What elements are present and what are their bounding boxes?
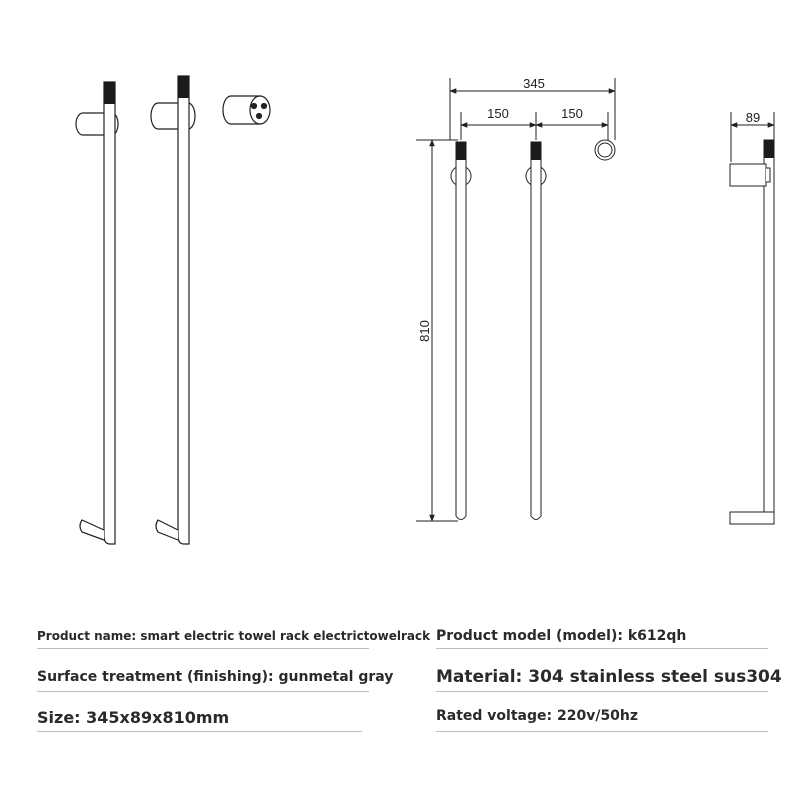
spec-divider bbox=[436, 648, 768, 649]
dim-height: 810 bbox=[417, 320, 432, 342]
spec-divider bbox=[37, 648, 369, 649]
spec-divider bbox=[37, 731, 362, 732]
wall-connector bbox=[222, 95, 271, 125]
rail-2-front bbox=[525, 141, 547, 520]
dim-overall-width: 345 bbox=[523, 76, 545, 91]
rail-1-perspective bbox=[75, 81, 119, 545]
spec-material: Material: 304 stainless steel sus304 bbox=[436, 667, 782, 687]
spec-product-name: Product name: smart electric towel rack … bbox=[37, 629, 431, 643]
dim-spacing-left: 150 bbox=[487, 106, 509, 121]
rail-1-front bbox=[450, 141, 472, 520]
technical-drawing: 345 150 150 810 89 bbox=[75, 75, 775, 545]
spec-surface-treatment: Surface treatment (finishing): gunmetal … bbox=[37, 669, 394, 685]
perspective-view bbox=[75, 75, 271, 545]
spec-size: Size: 345x89x810mm bbox=[37, 708, 230, 727]
spec-divider bbox=[436, 731, 768, 732]
side-view bbox=[729, 112, 775, 525]
spec-rated-voltage: Rated voltage: 220v/50hz bbox=[436, 708, 639, 724]
connector-front bbox=[594, 139, 616, 161]
spec-product-model: Product model (model): k612qh bbox=[436, 628, 687, 644]
spec-divider bbox=[436, 691, 768, 692]
rail-2-perspective bbox=[150, 75, 196, 545]
dim-depth: 89 bbox=[746, 110, 760, 125]
spec-divider bbox=[37, 691, 369, 692]
dim-spacing-right: 150 bbox=[561, 106, 583, 121]
front-view bbox=[416, 78, 616, 522]
